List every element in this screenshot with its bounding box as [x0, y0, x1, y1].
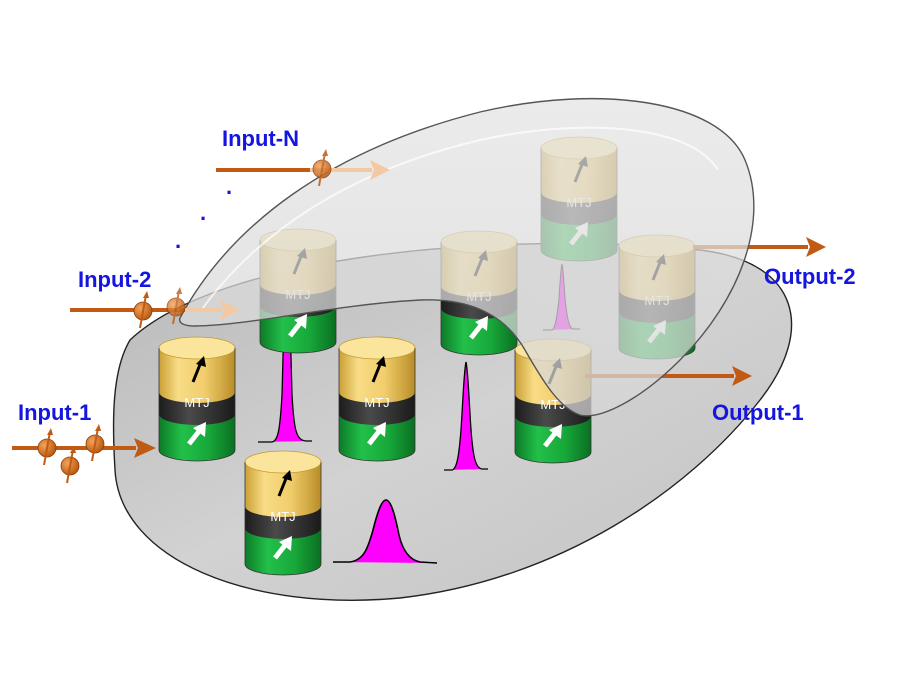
mtj-pillar: MTJ: [159, 337, 235, 461]
ellipsis-dot: .: [175, 228, 181, 253]
input-1-label: Input-1: [18, 400, 91, 425]
ellipsis-dot: .: [226, 174, 232, 199]
mtj-label: MTJ: [184, 395, 209, 410]
spectrum-peak: [444, 361, 488, 471]
mtj-label: MTJ: [364, 395, 389, 410]
output-2-label: Output-2: [764, 264, 856, 289]
spin-icon: [133, 290, 153, 329]
spin-icon: [60, 445, 80, 484]
ellipsis-dot: .: [200, 200, 206, 225]
output-1-label: Output-1: [712, 400, 804, 425]
mtj-pillar: MTJ: [339, 337, 415, 461]
spin-icon: [37, 427, 57, 466]
input-n-label: Input-N: [222, 126, 299, 151]
input-2-label: Input-2: [78, 267, 151, 292]
mtj-label: MTJ: [270, 509, 295, 524]
spin-icon: [85, 423, 105, 462]
mtj-pillar: MTJ: [245, 451, 321, 575]
spectrum-peak: [333, 499, 438, 564]
